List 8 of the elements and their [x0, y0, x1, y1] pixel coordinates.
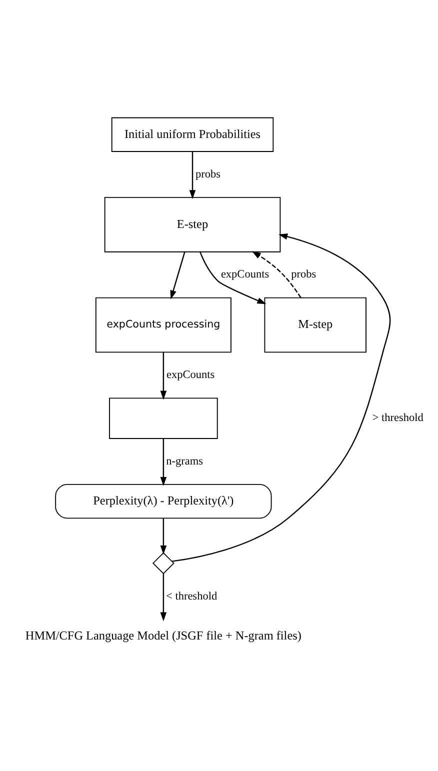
edge-label: probs [195, 168, 220, 180]
node-text: HMM/CFG Language Model (JSGF file + N-gram files) [25, 628, 302, 643]
edge-label: n-grams [166, 455, 203, 468]
edge-label: expCounts [220, 268, 270, 281]
edge-label: probs [291, 268, 316, 281]
edge-label: expCounts [166, 369, 215, 382]
edge-label: > threshold [372, 412, 424, 424]
edge-label: < threshold [166, 590, 218, 602]
